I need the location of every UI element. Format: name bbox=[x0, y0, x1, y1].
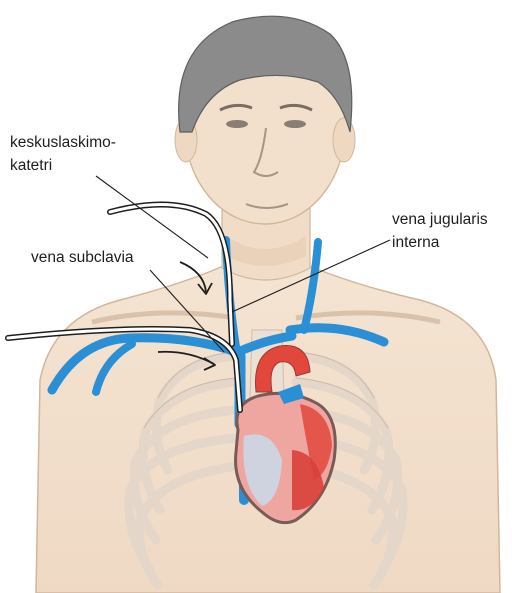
vena-jugularis-label-line2: interna bbox=[392, 233, 439, 253]
left-eye bbox=[226, 120, 248, 128]
catheter-leader bbox=[96, 176, 208, 258]
right-ear bbox=[333, 118, 355, 162]
right-eye bbox=[284, 120, 306, 128]
catheter-label-line1: keskuslaskimo- bbox=[10, 133, 116, 153]
catheter-label-line2: katetri bbox=[10, 156, 52, 176]
vena-jugularis-label-line1: vena jugularis bbox=[392, 210, 488, 230]
vena-subclavia-label: vena subclavia bbox=[31, 248, 134, 268]
